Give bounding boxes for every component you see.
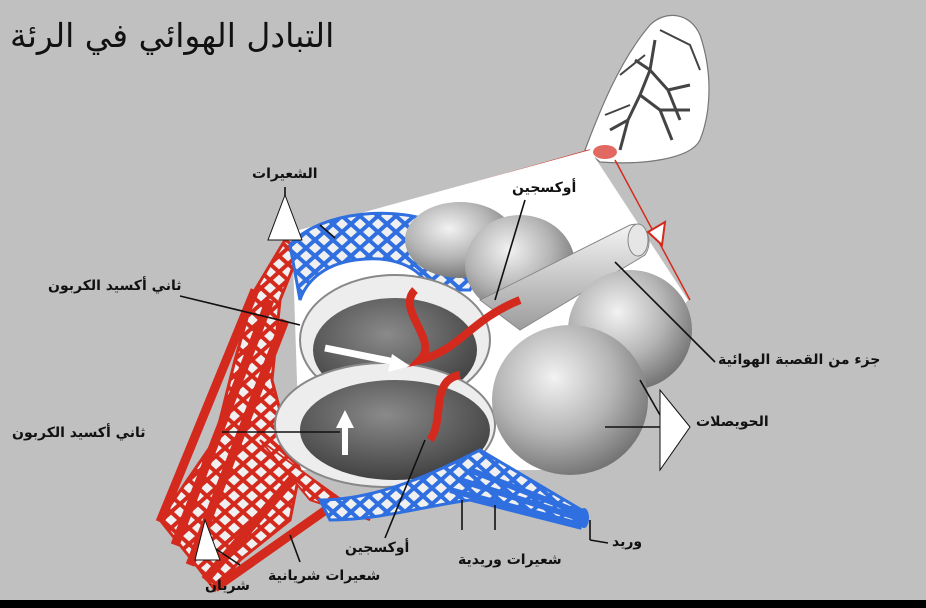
label-venous-capillaries: شعيرات وريدية [458, 552, 562, 568]
label-oxygen-top: أوكسجين [512, 180, 576, 196]
label-alveoli: الحويصلات [696, 414, 769, 430]
label-co2-bottom: ثاني أكسيد الكربون [12, 425, 146, 441]
pointer-alveoli [660, 390, 690, 470]
label-vein: وريد [612, 534, 642, 550]
label-co2-top: ثاني أكسيد الكربون [48, 278, 182, 294]
label-oxygen-bottom: أوكسجين [345, 540, 409, 556]
label-bronchiole-part: جزء من القصبة الهوائية [718, 352, 880, 368]
label-artery: شريان [205, 578, 250, 594]
bottom-border [0, 600, 926, 608]
lung-thumbnail [585, 15, 709, 162]
label-capillaries: الشعيرات [252, 166, 318, 182]
label-arterial-capillaries: شعيرات شريانية [268, 568, 380, 584]
pointer-capillaries [268, 195, 302, 240]
